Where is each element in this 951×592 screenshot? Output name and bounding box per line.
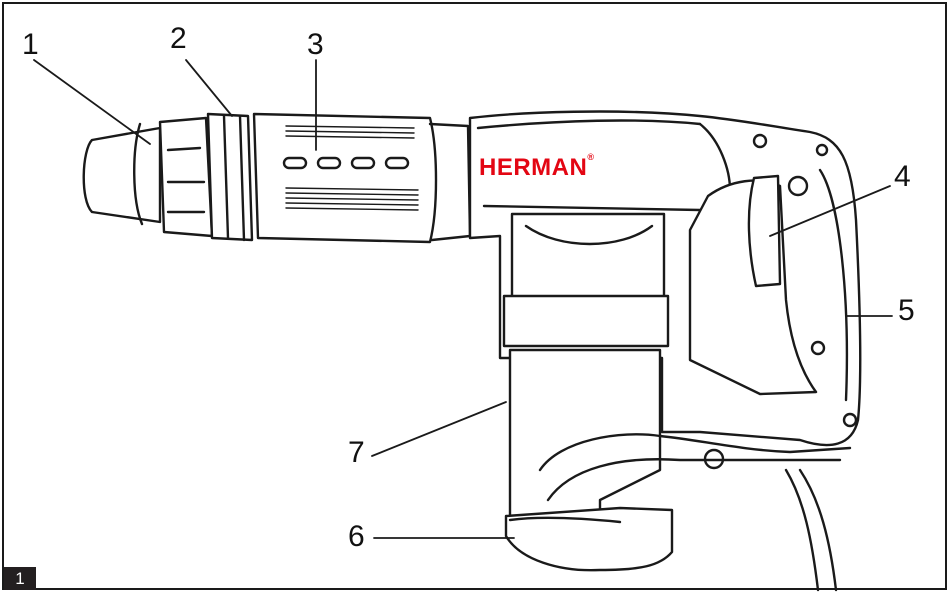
callout-3: 3 bbox=[307, 28, 324, 61]
brand-name: HERMAN bbox=[479, 154, 588, 181]
callout-1: 1 bbox=[22, 28, 39, 61]
callout-7: 7 bbox=[348, 436, 365, 469]
registered-mark: ® bbox=[587, 152, 595, 162]
trigger-part bbox=[747, 174, 782, 288]
tool-holder-part bbox=[82, 126, 162, 224]
rear-grip-part bbox=[818, 168, 849, 402]
callout-2: 2 bbox=[170, 22, 187, 55]
callout-4: 4 bbox=[894, 160, 911, 193]
callout-5: 5 bbox=[898, 294, 915, 327]
power-cord bbox=[798, 468, 838, 592]
figure-number-tab: 1 bbox=[4, 567, 36, 590]
leader-line-1 bbox=[33, 59, 151, 145]
leader-line-2 bbox=[185, 59, 233, 117]
chuck-ring-part bbox=[206, 112, 254, 242]
leader-line-4 bbox=[769, 185, 891, 237]
base-part bbox=[504, 506, 674, 572]
leader-line-7 bbox=[371, 401, 507, 457]
brand-logo: HERMAN® bbox=[479, 152, 595, 182]
callout-6: 6 bbox=[348, 520, 365, 553]
